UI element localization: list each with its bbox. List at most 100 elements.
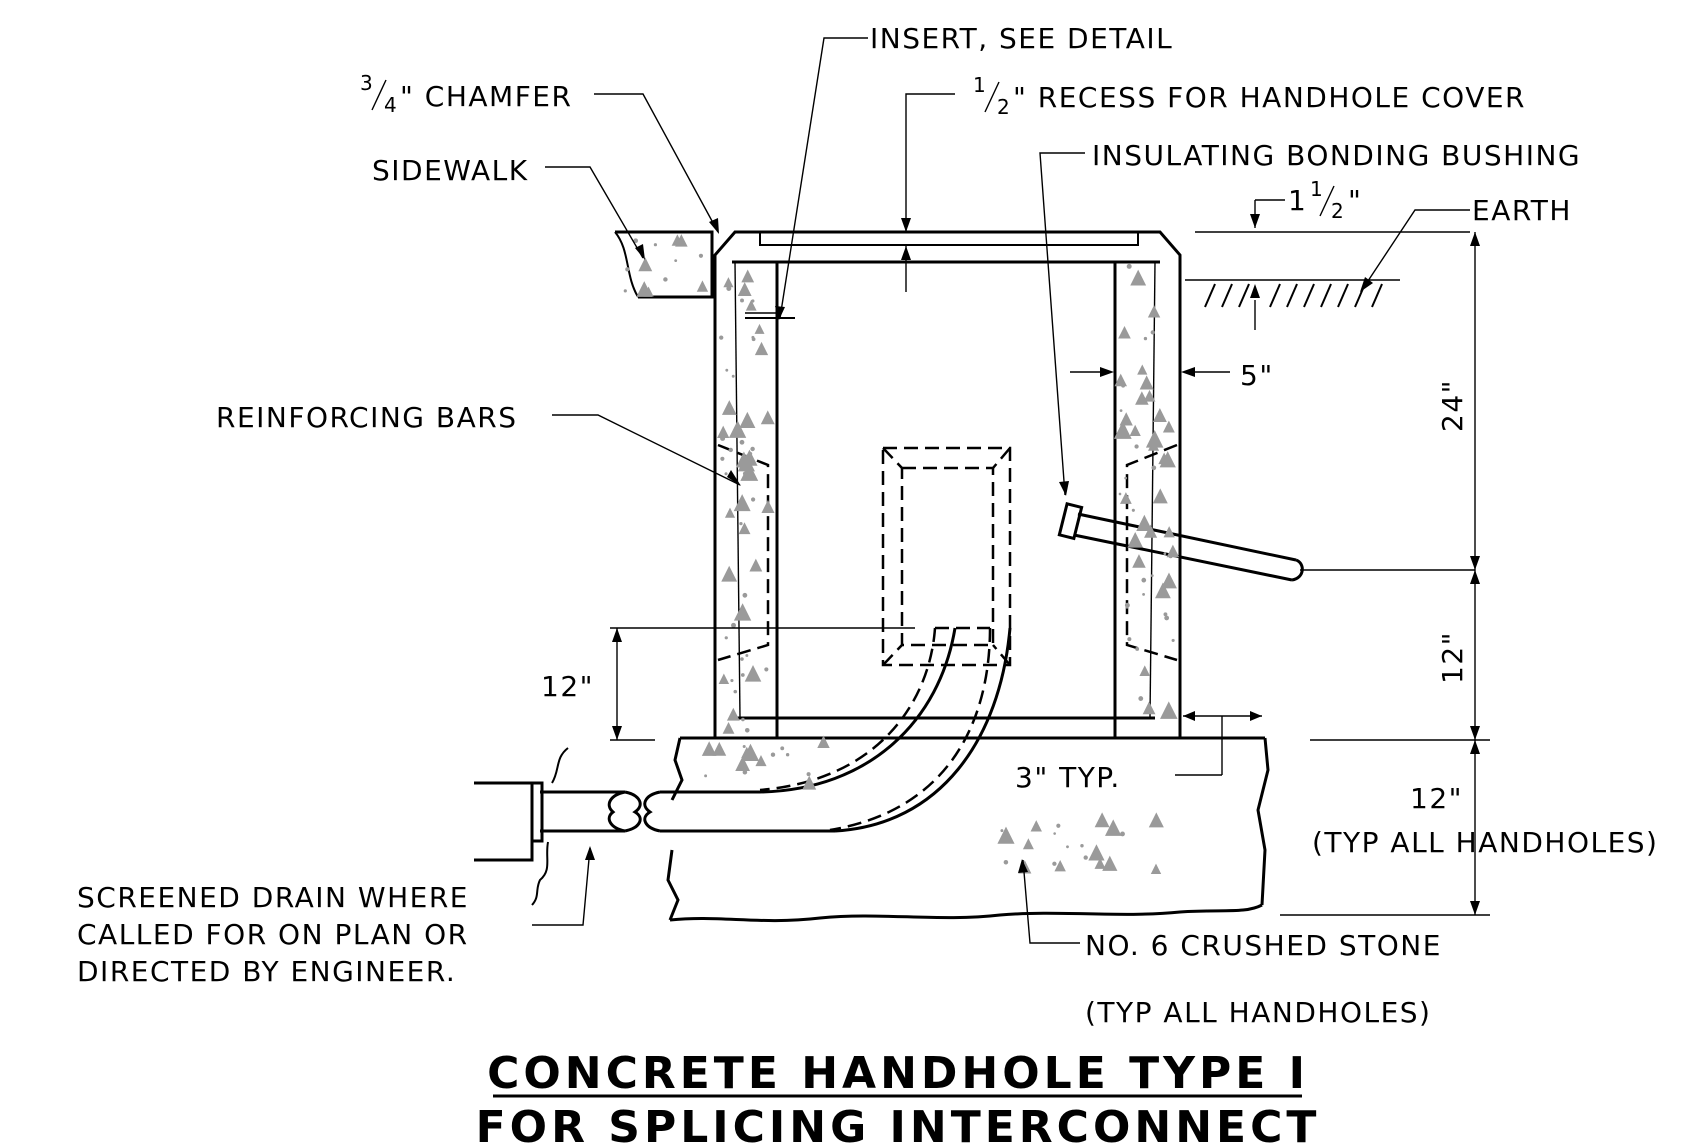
concrete-dot — [1120, 831, 1125, 837]
concrete-dot — [1056, 823, 1061, 828]
concrete-dot — [674, 259, 678, 263]
concrete-dot — [1135, 647, 1140, 651]
concrete-aggregate — [1150, 863, 1162, 875]
concrete-dot — [1164, 615, 1170, 621]
concrete-dot — [720, 435, 726, 441]
concrete-dot — [1083, 855, 1088, 860]
label-recess: " RECESS FOR HANDHOLE COVER — [1013, 81, 1526, 114]
concrete-dot — [1142, 592, 1145, 596]
dashed-conduit — [759, 626, 992, 832]
concrete-aggregate — [723, 277, 734, 288]
label-recess-den: 2 — [997, 95, 1010, 119]
concrete-aggregate — [754, 341, 769, 356]
leader-lines — [532, 37, 1470, 944]
concrete-dot — [750, 446, 755, 452]
label-recess-num: 1 — [973, 73, 986, 97]
concrete-dot — [770, 752, 776, 757]
concrete-dot — [1143, 336, 1148, 341]
concrete-dot — [1119, 409, 1123, 412]
concrete-aggregate — [1119, 412, 1133, 426]
concrete-dot — [785, 753, 790, 757]
concrete-aggregate — [1136, 514, 1153, 532]
concrete-dot — [704, 774, 708, 778]
label-reinforcing: REINFORCING BARS — [216, 401, 518, 434]
concrete-dot — [740, 298, 744, 303]
label-chamfer: " CHAMFER — [400, 80, 572, 113]
concrete-dot — [748, 451, 753, 456]
concrete-dot — [730, 678, 734, 683]
concrete-dot — [1127, 637, 1132, 642]
concrete-dot — [724, 636, 728, 640]
concrete-aggregate — [745, 299, 757, 311]
concrete-dot — [726, 286, 732, 291]
concrete-aggregate — [1113, 421, 1132, 439]
concrete-dot — [745, 653, 749, 657]
concrete-dot — [764, 667, 769, 672]
right-conduit — [1057, 501, 1475, 582]
concrete-aggregate — [721, 565, 738, 582]
label-stone: NO. 6 CRUSHED STONE — [1085, 929, 1442, 962]
concrete-aggregate — [741, 746, 753, 759]
concrete-dot — [698, 253, 704, 258]
concrete-dot — [1171, 638, 1175, 642]
label-typ-all-2: (TYP ALL HANDHOLES) — [1085, 996, 1431, 1029]
concrete-aggregate — [1054, 859, 1066, 872]
concrete-dot — [1124, 602, 1130, 608]
label-drain-2: CALLED FOR ON PLAN OR — [77, 918, 469, 951]
concrete-dot — [1141, 577, 1147, 583]
concrete-dot — [751, 335, 755, 339]
concrete-dot — [1126, 263, 1132, 269]
concrete-aggregate — [696, 280, 709, 292]
concrete-dot — [742, 744, 746, 749]
right-vertical-bar-2 — [1149, 261, 1156, 719]
label-drain-1: SCREENED DRAIN WHERE — [77, 881, 469, 914]
concrete-aggregate — [739, 411, 756, 428]
concrete-aggregate — [733, 603, 752, 621]
label-insert: INSERT, SEE DETAIL — [870, 22, 1173, 55]
concrete-aggregate — [761, 499, 775, 513]
exterior-conduit — [474, 627, 1012, 906]
concrete-aggregate — [737, 282, 752, 297]
concrete-aggregate — [721, 400, 737, 415]
concrete-dot — [742, 592, 748, 598]
concrete-dot — [1124, 476, 1128, 480]
concrete-aggregate — [638, 257, 653, 272]
concrete-aggregate — [717, 425, 730, 438]
concrete-aggregate — [755, 755, 767, 767]
sidewalk — [614, 230, 714, 299]
concrete-dot — [733, 689, 738, 694]
concrete-aggregate — [1145, 430, 1164, 448]
concrete-aggregate — [1132, 554, 1146, 568]
concrete-aggregate — [1127, 531, 1144, 548]
drawing-title: CONCRETE HANDHOLE TYPE I FOR SPLICING IN… — [476, 1048, 1317, 1145]
concrete-aggregate — [1147, 305, 1161, 318]
concrete-aggregate — [1130, 269, 1147, 286]
concrete-dot — [1134, 444, 1139, 449]
concrete-dot — [742, 471, 748, 476]
concrete-dot — [633, 238, 639, 244]
concrete-dot — [623, 289, 627, 293]
concrete-aggregate — [749, 558, 763, 572]
concrete-dot — [1131, 508, 1135, 512]
concrete-dot — [1066, 845, 1069, 849]
concrete-dot — [1163, 612, 1168, 617]
concrete-aggregate — [1129, 424, 1141, 436]
concrete-dot — [1150, 330, 1155, 335]
concrete-aggregate — [1152, 408, 1167, 422]
right-wall-cage — [1125, 443, 1178, 662]
concrete-aggregate — [738, 522, 751, 535]
concrete-aggregate — [1148, 812, 1164, 828]
label-dim-24: 24" — [1436, 379, 1469, 432]
concrete-dot — [625, 267, 630, 272]
concrete-dot — [720, 456, 725, 461]
label-dim-12-left: 12" — [541, 670, 594, 703]
label-drain-3: DIRECTED BY ENGINEER. — [77, 955, 456, 988]
concrete-dot — [728, 447, 733, 453]
label-dim-1-inch: " — [1348, 184, 1362, 217]
label-dim-12-right: 12" — [1436, 631, 1469, 684]
concrete-aggregate — [1105, 819, 1122, 836]
concrete-dot — [740, 673, 745, 677]
cover-recess — [759, 232, 1139, 246]
concrete-speckles — [623, 234, 1180, 875]
